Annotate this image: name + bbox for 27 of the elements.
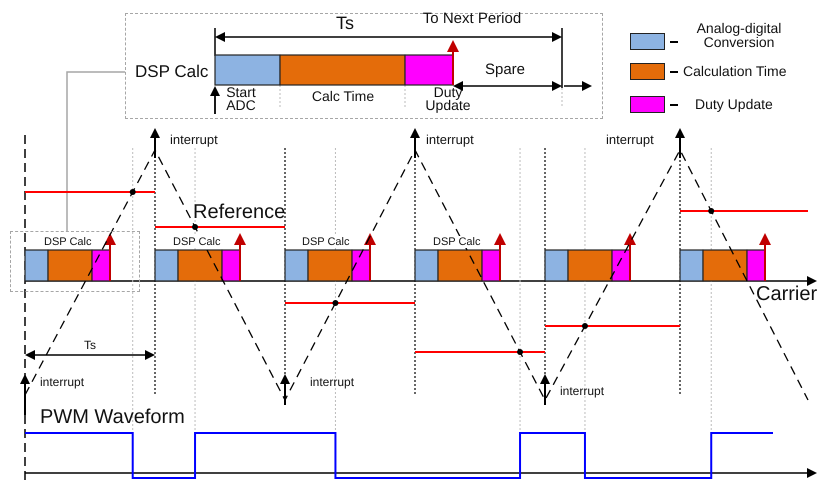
label-text: Calc Time <box>312 89 374 104</box>
label-text: Carrier <box>756 283 818 305</box>
label-text: DSP Calc <box>173 236 220 248</box>
label-text: interrupt <box>606 133 654 148</box>
label-text: Start ADC <box>225 86 257 113</box>
frame-title: DSP Calc <box>135 62 208 82</box>
label-text: To Next Period <box>422 11 522 28</box>
label-text: interrupt <box>426 133 474 148</box>
frame-title: DSP Calc <box>44 236 92 248</box>
label-text: DSP Calc <box>433 236 480 248</box>
label-text: interrupt <box>40 376 84 390</box>
dashed-frame <box>10 231 140 292</box>
legend-text: Duty Update <box>695 97 773 112</box>
label-text: Reference <box>193 201 286 223</box>
label-text: interrupt <box>310 376 354 390</box>
legend-text: Calculation Time <box>683 64 786 80</box>
label-text: Spare <box>484 62 526 78</box>
leader-line <box>66 71 125 231</box>
label-text: Duty Update <box>424 86 472 113</box>
legend-text: Analog-digital Conversion <box>696 21 782 49</box>
label-text: DSP Calc <box>302 236 350 248</box>
label-text: PWM Waveform <box>40 406 185 428</box>
label-text: interrupt <box>170 133 218 148</box>
label-text: Ts <box>84 339 96 352</box>
dashed-frame <box>125 13 603 119</box>
label-text: interrupt <box>560 385 604 398</box>
label-text: Ts <box>336 14 354 34</box>
